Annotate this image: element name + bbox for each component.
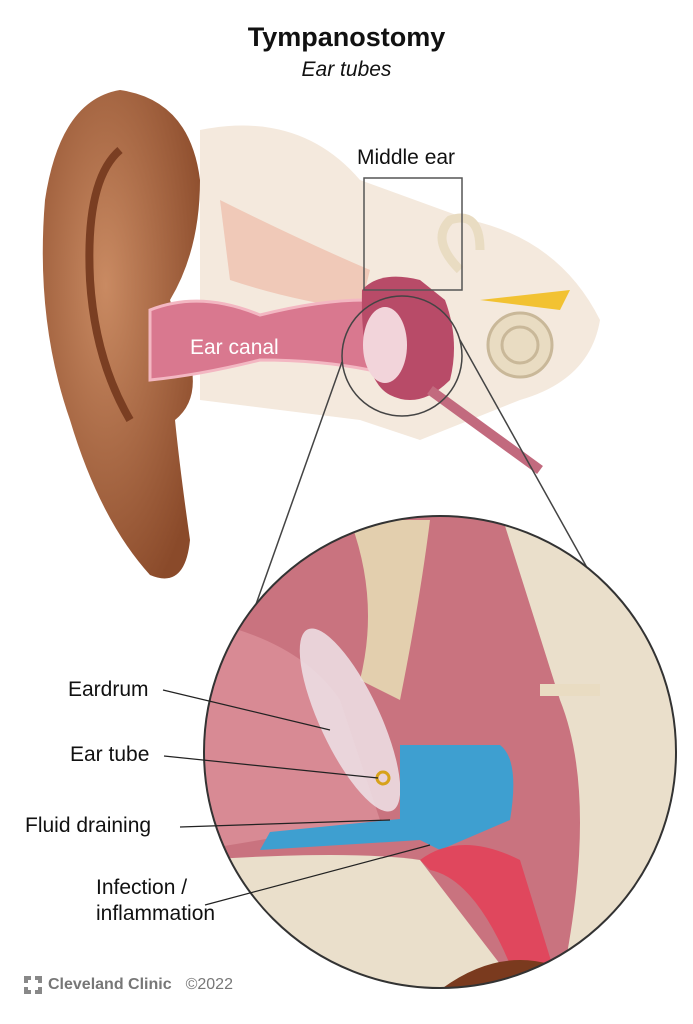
fluid-canal xyxy=(260,818,420,850)
zoom-circle xyxy=(203,515,677,989)
label-middle-ear: Middle ear xyxy=(357,146,456,169)
fluid-leader xyxy=(179,819,391,828)
eardrum-small xyxy=(363,307,407,383)
cochlea xyxy=(486,311,554,379)
middle-ear-box xyxy=(363,177,463,291)
footer: Cleveland Clinic ©2022 xyxy=(24,976,233,994)
label-ear-tube: Ear tube xyxy=(70,743,150,766)
page-subtitle: Ear tubes xyxy=(301,58,392,81)
zoom-source-circle xyxy=(341,295,463,417)
magnified-view xyxy=(204,516,676,988)
infection-leader xyxy=(204,844,431,906)
label-inflammation: inflammation xyxy=(96,902,216,925)
cleveland-clinic-logo-icon xyxy=(24,976,42,994)
nerve xyxy=(480,290,570,310)
label-ear-canal: Ear canal xyxy=(190,336,279,359)
ear-fold xyxy=(85,146,134,423)
footer-brand: Cleveland Clinic xyxy=(48,976,172,993)
label-fluid-draining: Fluid draining xyxy=(25,814,152,837)
eustachian-tube xyxy=(427,385,543,475)
fluid-middle-ear xyxy=(400,745,514,850)
eardrum-shape xyxy=(299,628,401,812)
outer-ear xyxy=(42,90,201,579)
semicircular-canals xyxy=(437,213,485,274)
bone-marrow xyxy=(220,200,370,310)
ear-tube-leader xyxy=(163,755,379,779)
label-eardrum: Eardrum xyxy=(68,678,149,701)
label-infection: Infection / xyxy=(96,876,188,899)
footer-copyright: ©2022 xyxy=(185,976,233,993)
page-title: Tympanostomy xyxy=(247,22,446,52)
inflamed-tissue xyxy=(420,845,560,988)
eardrum-leader xyxy=(162,689,331,731)
